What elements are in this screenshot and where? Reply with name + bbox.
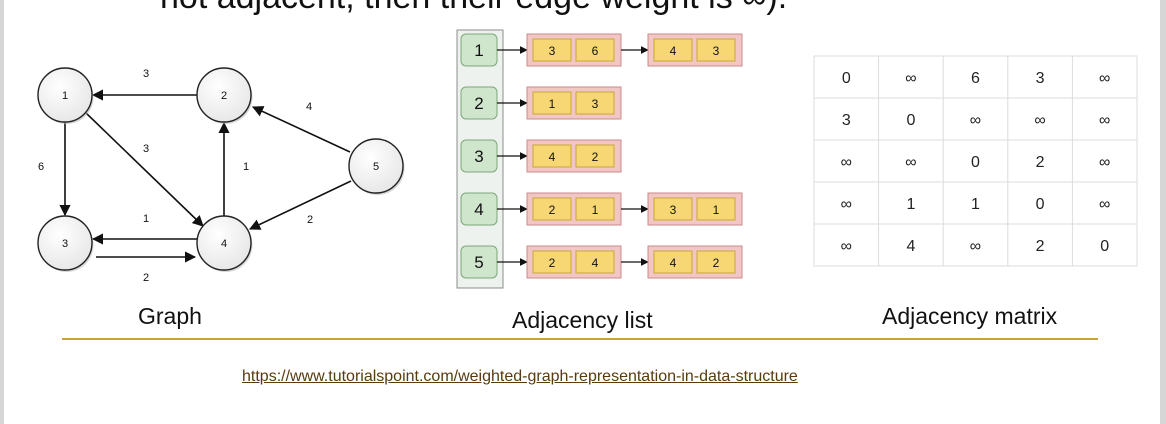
edge-weight-label: 6 [38, 161, 44, 173]
graph-node-label: 4 [221, 238, 227, 250]
graph-node-5 [348, 138, 404, 194]
list-node-weight-cell [696, 38, 736, 62]
matrix-cell: ∞ [1099, 70, 1110, 87]
matrix-cell: ∞ [1034, 112, 1045, 129]
list-node-vertex-cell [653, 38, 693, 62]
matrix-cell: 1 [971, 196, 980, 213]
graph-node-2 [196, 67, 252, 123]
source-link[interactable]: https://www.tutorialspoint.com/weighted-… [242, 368, 798, 385]
graph-node-label: 5 [373, 161, 379, 173]
list-node-vertex-cell [532, 38, 572, 62]
matrix-cell: 4 [906, 238, 915, 255]
vertex-label: 1 [474, 41, 483, 60]
divider-line [62, 338, 1098, 340]
list-node-weight-cell [696, 250, 736, 274]
frame-right-border [1160, 0, 1166, 424]
list-node-vertex: 3 [549, 44, 556, 58]
edge-weight-label: 1 [143, 213, 149, 225]
vertex-label: 5 [474, 253, 483, 272]
edge-weight-label: 2 [143, 272, 149, 284]
vertex-label: 3 [474, 147, 483, 166]
list-node-weight: 3 [592, 97, 599, 111]
matrix-cell: ∞ [970, 238, 981, 255]
list-node-vertex: 4 [670, 44, 677, 58]
list-node-vertex: 2 [549, 256, 556, 270]
matrix-cell: ∞ [841, 154, 852, 171]
list-node-weight: 6 [592, 44, 599, 58]
graph-node-label: 1 [62, 90, 68, 102]
edge-weight-label: 2 [307, 214, 313, 226]
list-node-weight-cell [575, 144, 615, 168]
list-node-vertex: 2 [549, 203, 556, 217]
list-node-weight: 1 [592, 203, 599, 217]
matrix-cell: ∞ [841, 196, 852, 213]
list-node-weight-cell [696, 197, 736, 221]
edge-weight-label: 4 [306, 101, 312, 113]
list-node-weight-cell [575, 197, 615, 221]
list-node-vertex-cell [532, 144, 572, 168]
graph-edge-5-4 [248, 180, 352, 230]
matrix-cell: 0 [1036, 196, 1045, 213]
list-node-vertex: 4 [549, 150, 556, 164]
edge-weight-label: 3 [143, 143, 149, 155]
matrix-cell: ∞ [1099, 112, 1110, 129]
list-node-weight-cell [575, 250, 615, 274]
graph-edge-1-4 [85, 112, 204, 227]
list-node-weight-cell [575, 38, 615, 62]
list-node-weight: 2 [592, 150, 599, 164]
graph-node-1 [37, 67, 93, 123]
matrix-cell: 2 [1036, 154, 1045, 171]
matrix-cell: 6 [971, 70, 980, 87]
caption-adjacency-list: Adjacency list [512, 307, 653, 333]
matrix-cell: 3 [842, 112, 851, 129]
graph-node-3 [37, 215, 93, 271]
matrix-cell: ∞ [1099, 196, 1110, 213]
matrix-cell: ∞ [1099, 154, 1110, 171]
frame-left-border [0, 0, 4, 424]
list-node-vertex: 3 [670, 203, 677, 217]
caption-graph: Graph [138, 303, 202, 329]
list-node-vertex-cell [653, 250, 693, 274]
list-node-vertex-cell [653, 197, 693, 221]
list-node-vertex: 4 [670, 256, 677, 270]
graph-node-4 [196, 215, 252, 271]
list-node-weight-cell [575, 91, 615, 115]
matrix-cell: ∞ [970, 112, 981, 129]
vertex-label: 2 [474, 94, 483, 113]
matrix-cell: 0 [1100, 238, 1109, 255]
graph-node-label: 2 [221, 90, 227, 102]
matrix-cell: 2 [1036, 238, 1045, 255]
caption-adjacency-matrix: Adjacency matrix [882, 303, 1058, 329]
edge-weight-label: 3 [143, 68, 149, 80]
graph-diagram: 3 6 3 1 4 2 1 2 1 2 3 4 5 [37, 67, 405, 284]
matrix-cell: 0 [842, 70, 851, 87]
vertex-label: 4 [474, 200, 483, 219]
edge-weight-label: 1 [243, 161, 249, 173]
list-node-vertex-cell [532, 91, 572, 115]
adjacency-list-diagram: 1 3 6 4 3 2 1 3 3 4 2 4 2 1 3 1 5 2 4 4 2 [456, 29, 743, 289]
graph-edge-5-2 [251, 106, 351, 153]
matrix-cell: 1 [906, 196, 915, 213]
list-node-vertex: 1 [549, 97, 556, 111]
matrix-cell: ∞ [905, 70, 916, 87]
list-node-weight: 3 [713, 44, 720, 58]
list-node-weight: 1 [713, 203, 720, 217]
matrix-cell: 3 [1036, 70, 1045, 87]
list-node-vertex-cell [532, 197, 572, 221]
list-node-weight: 2 [713, 256, 720, 270]
list-node-vertex-cell [532, 250, 572, 274]
graph-node-label: 3 [62, 238, 68, 250]
matrix-border [813, 55, 1138, 267]
truncated-top-text: not adjacent, then their edge weight is … [160, 0, 787, 17]
matrix-cell: ∞ [841, 238, 852, 255]
list-node-weight: 4 [592, 256, 599, 270]
adjacency-matrix-table: 0 ∞ 6 3 ∞ 3 0 ∞ ∞ ∞ ∞ ∞ 0 2 ∞ ∞ 1 1 0 ∞ ∞ 4 ∞ 2 0 [813, 55, 1138, 267]
matrix-cell: ∞ [905, 154, 916, 171]
matrix-cell: 0 [906, 112, 915, 129]
matrix-cell: 0 [971, 154, 980, 171]
